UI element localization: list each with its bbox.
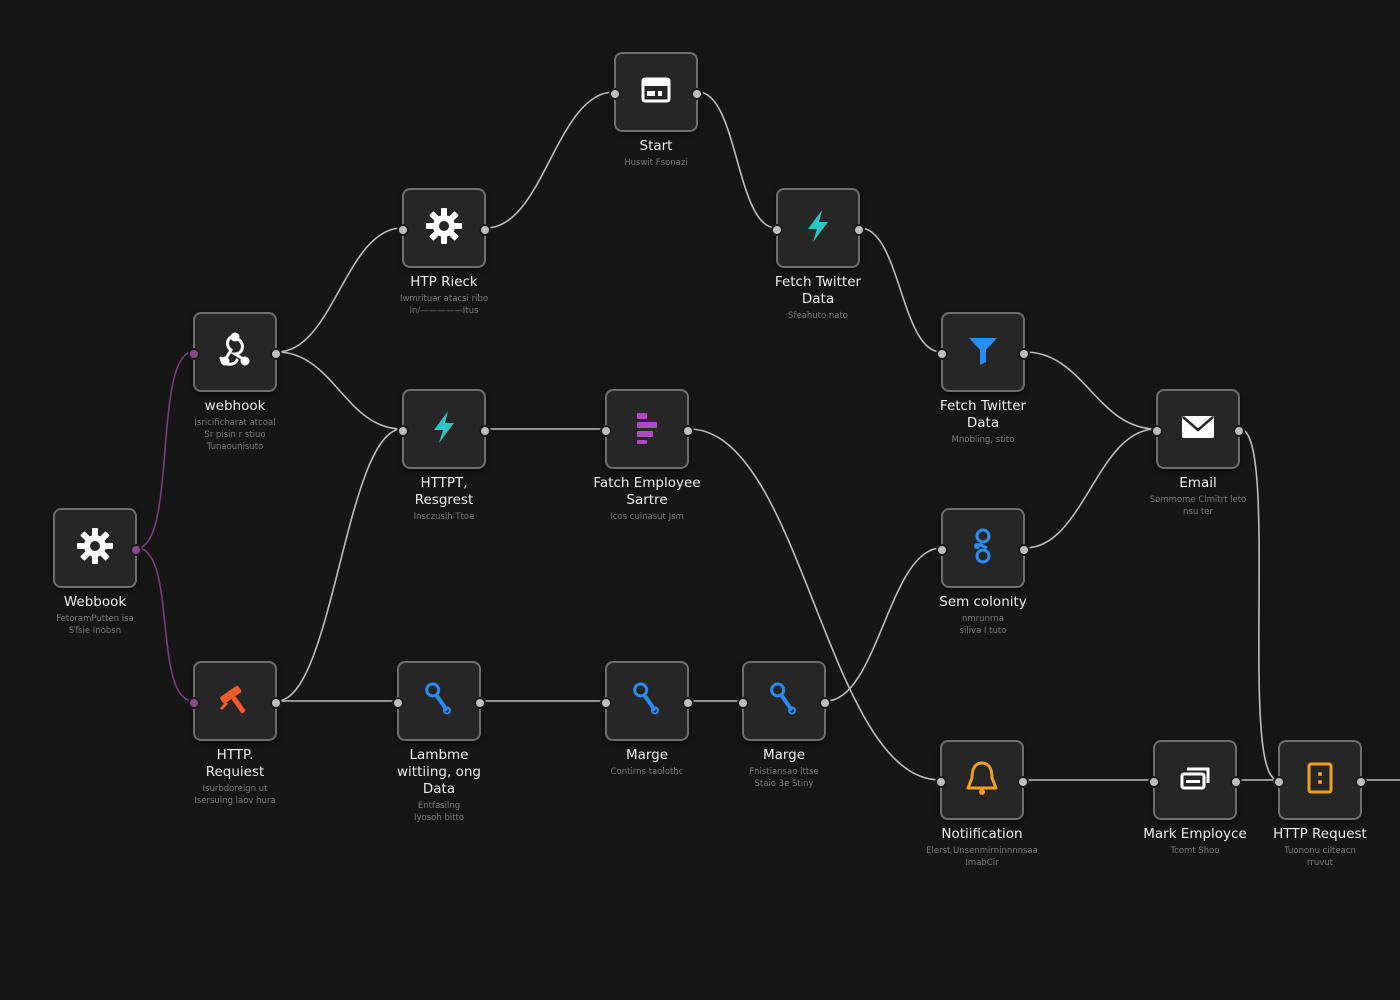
input-port[interactable] <box>936 544 948 556</box>
output-port[interactable] <box>819 697 831 709</box>
node-lambme[interactable] <box>392 661 486 741</box>
edge-fatch-employee-to-notification[interactable] <box>688 428 941 781</box>
edge-fetch-twitter-1-to-fetch-twitter-2[interactable] <box>859 227 942 353</box>
input-port[interactable] <box>771 224 783 236</box>
output-port[interactable] <box>130 544 142 556</box>
output-port[interactable] <box>682 697 694 709</box>
output-port[interactable] <box>682 425 694 437</box>
input-port[interactable] <box>1273 776 1285 788</box>
input-port[interactable] <box>609 88 621 100</box>
input-port[interactable] <box>1148 776 1160 788</box>
output-port[interactable] <box>1017 776 1029 788</box>
node-httpt-resgrest[interactable] <box>397 389 491 469</box>
calendar-icon <box>634 68 678 116</box>
output-port[interactable] <box>1230 776 1242 788</box>
input-port[interactable] <box>936 348 948 360</box>
edge-webhook-top-to-http-rieck[interactable] <box>276 227 403 353</box>
gear-icon <box>422 204 466 252</box>
wrench-icon <box>417 677 461 725</box>
envelope-icon <box>1176 405 1220 453</box>
node-marge-2[interactable] <box>737 661 831 741</box>
node-webhook-top[interactable] <box>188 312 282 392</box>
node-mark-employee[interactable] <box>1148 740 1242 820</box>
lightning-icon <box>796 204 840 252</box>
input-port[interactable] <box>392 697 404 709</box>
output-port[interactable] <box>474 697 486 709</box>
edge-start-to-fetch-twitter-1[interactable] <box>697 91 777 229</box>
link-icon <box>961 524 1005 572</box>
node-fatch-employee[interactable] <box>600 389 694 469</box>
input-port[interactable] <box>188 348 200 360</box>
bars-icon <box>625 405 669 453</box>
edge-email-to-http-request-2[interactable] <box>1239 428 1279 781</box>
node-http-request-1[interactable] <box>188 661 282 741</box>
output-port[interactable] <box>1233 425 1245 437</box>
node-marge-1[interactable] <box>600 661 694 741</box>
edge-webhook-top-to-httpt-resgrest[interactable] <box>276 351 403 430</box>
input-port[interactable] <box>1151 425 1163 437</box>
edge-fetch-twitter-2-to-email[interactable] <box>1024 351 1157 430</box>
output-port[interactable] <box>270 348 282 360</box>
node-fetch-twitter-1[interactable] <box>771 188 865 268</box>
bell-icon <box>960 756 1004 804</box>
stack-icon <box>1173 756 1217 804</box>
output-port[interactable] <box>479 224 491 236</box>
edge-webbook-to-webhook-top[interactable] <box>136 351 194 549</box>
input-port[interactable] <box>600 425 612 437</box>
input-port[interactable] <box>397 224 409 236</box>
edge-sem-colonity-to-email[interactable] <box>1024 428 1157 549</box>
output-port[interactable] <box>691 88 703 100</box>
filter-icon <box>961 328 1005 376</box>
hammer-icon <box>213 677 257 725</box>
input-port[interactable] <box>737 697 749 709</box>
wrench-icon <box>762 677 806 725</box>
panel-icon <box>1298 756 1342 804</box>
edge-webbook-to-http-request-1[interactable] <box>136 547 194 702</box>
edge-http-request-1-to-httpt-resgrest[interactable] <box>276 428 403 702</box>
output-port[interactable] <box>1018 348 1030 360</box>
node-email[interactable] <box>1151 389 1245 469</box>
output-port[interactable] <box>853 224 865 236</box>
node-start[interactable] <box>609 52 703 132</box>
node-http-request-2[interactable] <box>1273 740 1367 820</box>
input-port[interactable] <box>600 697 612 709</box>
webhook-icon <box>213 328 257 376</box>
input-port[interactable] <box>935 776 947 788</box>
output-port[interactable] <box>479 425 491 437</box>
node-http-rieck[interactable] <box>397 188 491 268</box>
edge-http-rieck-to-start[interactable] <box>485 91 615 229</box>
node-notification[interactable] <box>935 740 1029 820</box>
edge-marge-2-to-sem-colonity[interactable] <box>825 547 942 702</box>
output-port[interactable] <box>1018 544 1030 556</box>
node-webbook[interactable] <box>53 508 142 588</box>
input-port[interactable] <box>397 425 409 437</box>
input-port[interactable] <box>188 697 200 709</box>
wrench-icon <box>625 677 669 725</box>
node-sem-colonity[interactable] <box>936 508 1030 588</box>
lightning-icon <box>422 405 466 453</box>
output-port[interactable] <box>270 697 282 709</box>
node-fetch-twitter-2[interactable] <box>936 312 1030 392</box>
output-port[interactable] <box>1355 776 1367 788</box>
gear-icon <box>73 524 117 572</box>
